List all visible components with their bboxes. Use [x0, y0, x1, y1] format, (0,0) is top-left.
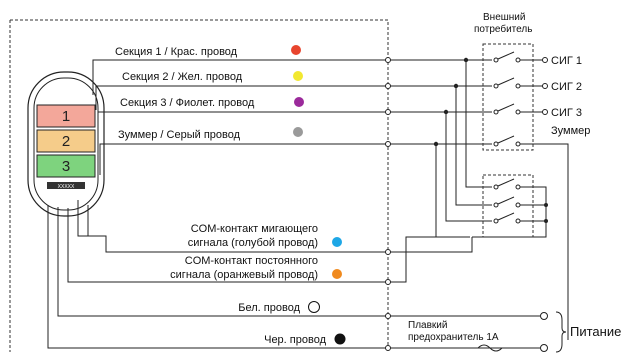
fuse	[477, 344, 503, 352]
color-dot-gray	[293, 127, 303, 137]
device-boundary	[10, 19, 389, 352]
switches-lower	[493, 178, 521, 224]
wire-label-gray: Зуммер / Серый провод	[118, 129, 241, 141]
segment-3-label: 3	[62, 158, 70, 175]
color-dot-orange	[332, 269, 342, 279]
wire-purple	[97, 111, 388, 125]
wire-com-flash	[77, 200, 473, 253]
com-steady-line2: сигнала (оранжевый провод)	[170, 269, 318, 281]
segment-2	[36, 129, 96, 153]
segment-2-label: 2	[62, 133, 70, 150]
switches-upper	[493, 51, 521, 147]
color-dot-blue	[332, 237, 342, 247]
segment-3	[36, 154, 96, 178]
com-steady-line1: COM-контакт постоянного	[185, 255, 318, 267]
relay-box-lower	[482, 174, 534, 238]
base-badge-text: XXXXX	[58, 184, 75, 190]
wire-label-red: Секция 1 / Крас. провод	[115, 46, 238, 58]
base-badge	[47, 182, 85, 189]
black-wire-label: Чер. провод	[264, 334, 326, 346]
segment-1	[36, 104, 96, 128]
fuse-line1: Плавкий	[408, 320, 447, 331]
external-consumer-line1: Внешний	[483, 12, 525, 23]
wire-label-purple: Секция 3 / Фиолет. провод	[120, 97, 255, 109]
power-brace	[555, 311, 567, 353]
com-flash-line1: COM-контакт мигающего	[191, 223, 318, 235]
color-dot-purple	[294, 97, 304, 107]
color-dot-black	[334, 333, 346, 345]
external-consumer-line2: потребитель	[474, 23, 532, 35]
wire-white	[57, 207, 540, 317]
color-dot-red	[291, 45, 301, 55]
tower-light: 1 2 3 XXXXX	[27, 71, 105, 217]
output-buzzer: Зуммер	[551, 125, 590, 137]
com-flash-line2: сигнала (голубой провод)	[188, 237, 318, 249]
wire-com-steady	[67, 208, 436, 283]
output-sig3: СИГ 3	[551, 107, 582, 119]
output-sig2: СИГ 2	[551, 81, 582, 93]
wire-gray	[99, 143, 388, 175]
white-wire-label: Бел. провод	[238, 302, 300, 314]
wire-yellow	[95, 85, 388, 110]
fuse-line2: предохранитель 1А	[408, 332, 499, 343]
power-label: Питание	[570, 324, 621, 339]
color-dot-white	[308, 301, 320, 313]
external-consumer-box	[482, 43, 534, 151]
wire-black	[47, 205, 540, 349]
color-dot-yellow	[293, 71, 303, 81]
output-sig1: СИГ 1	[551, 55, 582, 67]
segment-1-label: 1	[62, 108, 70, 125]
wire-red	[92, 59, 388, 95]
wire-label-yellow: Секция 2 / Жел. провод	[122, 71, 243, 83]
